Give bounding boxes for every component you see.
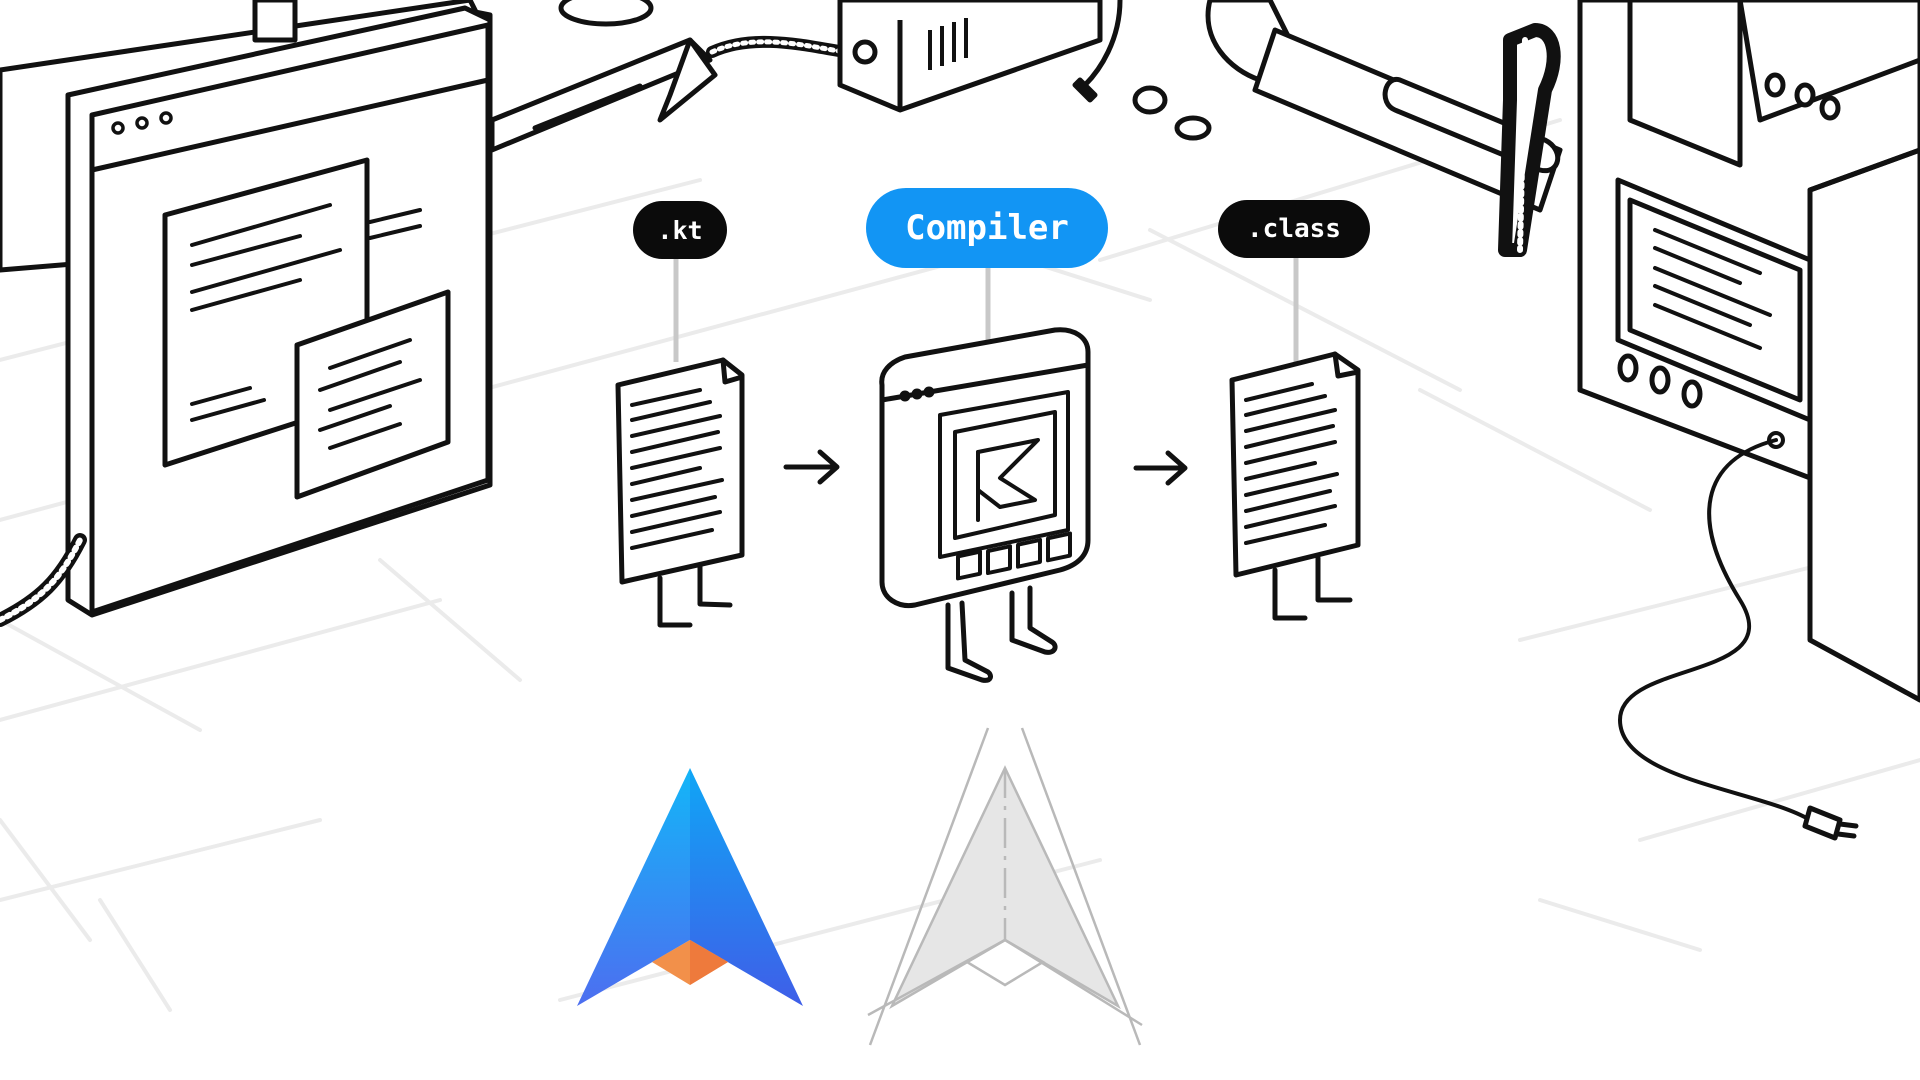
top-right-machinery — [1072, 0, 1563, 257]
output-file-label: .class — [1218, 200, 1370, 258]
arrow-right-icon-2 — [1133, 450, 1188, 486]
compiler-label: Compiler — [866, 188, 1108, 268]
arrow-logo-wireframe-icon — [867, 727, 1143, 1046]
output-file-character — [1229, 351, 1361, 621]
right-cabinet — [1577, 0, 1920, 841]
compiler-character — [879, 327, 1091, 683]
left-monitor — [0, 0, 493, 627]
top-device — [558, 0, 1103, 113]
source-file-label: .kt — [633, 201, 727, 259]
soldering-iron — [489, 35, 866, 153]
source-file-character — [615, 357, 745, 628]
arrow-right-icon — [783, 449, 840, 485]
arrow-logo-icon — [577, 768, 803, 1006]
